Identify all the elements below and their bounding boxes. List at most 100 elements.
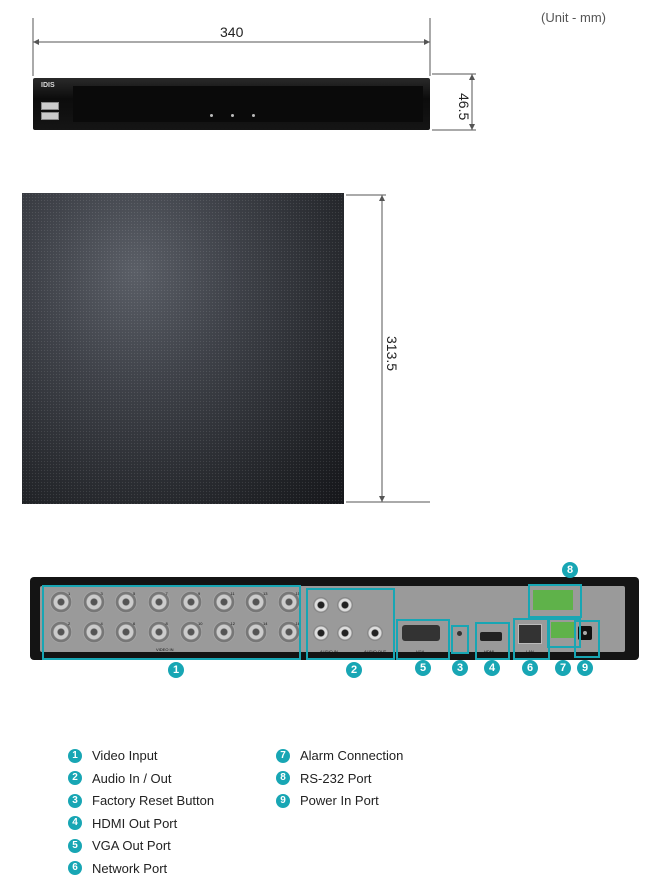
vga-highlight bbox=[396, 619, 450, 660]
audio-in-jack bbox=[313, 625, 329, 641]
bnc-number: 3 bbox=[100, 591, 103, 596]
legend-item: 7 Alarm Connection bbox=[276, 747, 403, 765]
callout-1: 1 bbox=[168, 662, 184, 678]
width-label: 340 bbox=[220, 24, 244, 40]
bnc-connector bbox=[180, 591, 202, 613]
bnc-number: 2 bbox=[68, 621, 71, 626]
legend-label: Factory Reset Button bbox=[92, 793, 215, 809]
lan-port bbox=[518, 624, 542, 644]
legend-number-icon: 9 bbox=[276, 793, 290, 808]
bnc-connector bbox=[245, 591, 267, 613]
audio-in-jack bbox=[337, 597, 353, 613]
legend-label: Audio In / Out bbox=[92, 770, 172, 786]
legend-number-icon: 8 bbox=[276, 771, 290, 786]
rs232-terminal bbox=[533, 590, 573, 610]
legend-label: Network Port bbox=[92, 860, 168, 876]
vga-port bbox=[402, 625, 440, 641]
reset-highlight bbox=[451, 625, 469, 654]
callout-7: 7 bbox=[555, 660, 571, 676]
depth-label: 313.5 bbox=[384, 336, 400, 372]
legend-item: 3 Factory Reset Button bbox=[68, 792, 214, 810]
top-dimension-lines bbox=[346, 194, 430, 503]
bnc-number: 15 bbox=[295, 591, 300, 596]
audio-in-label: AUDIO IN bbox=[320, 649, 338, 654]
bnc-connector bbox=[115, 591, 137, 613]
callout-6: 6 bbox=[522, 660, 538, 676]
legend-label: Alarm Connection bbox=[300, 748, 404, 764]
usb-port-icon bbox=[41, 102, 59, 110]
hdmi-port bbox=[480, 632, 502, 641]
bnc-connector bbox=[277, 621, 300, 643]
bnc-number: 7 bbox=[165, 591, 168, 596]
hdmi-highlight bbox=[475, 622, 510, 660]
legend-label: Video Input bbox=[92, 748, 158, 764]
video-in-label: VIDEO IN bbox=[156, 647, 174, 652]
bnc-number: 9 bbox=[198, 591, 201, 596]
callout-4: 4 bbox=[484, 660, 500, 676]
legend-item: 9 Power In Port bbox=[276, 792, 379, 810]
alarm-terminal bbox=[551, 622, 575, 638]
audio-out-jack bbox=[367, 625, 383, 641]
led-icon bbox=[210, 114, 213, 117]
bnc-number: 1 bbox=[68, 591, 71, 596]
lan-highlight bbox=[513, 618, 550, 660]
callout-9: 9 bbox=[577, 660, 593, 676]
bnc-connector bbox=[50, 591, 72, 613]
rs232-highlight bbox=[528, 584, 582, 618]
audio-out-label: AUDIO OUT bbox=[364, 649, 387, 654]
legend-number-icon: 3 bbox=[68, 793, 82, 808]
legend-item: 6 Network Port bbox=[68, 860, 167, 878]
legend-label: RS-232 Port bbox=[300, 770, 372, 786]
bnc-connector bbox=[180, 621, 202, 643]
legend-label: Power In Port bbox=[300, 793, 379, 809]
bnc-number: 16 bbox=[295, 621, 300, 626]
callout-8: 8 bbox=[562, 562, 578, 578]
power-highlight bbox=[574, 620, 600, 658]
bnc-number: 11 bbox=[230, 591, 235, 596]
bnc-connector bbox=[82, 621, 105, 643]
bnc-connector bbox=[115, 621, 137, 643]
unit-note: (Unit - mm) bbox=[541, 10, 606, 25]
vga-label: VGA bbox=[416, 649, 425, 654]
legend-number-icon: 1 bbox=[68, 748, 82, 763]
callout-3: 3 bbox=[452, 660, 468, 676]
front-panel bbox=[73, 86, 423, 122]
legend-item: 8 RS-232 Port bbox=[276, 770, 372, 788]
front-dimension-lines bbox=[32, 18, 476, 131]
legend-item: 2 Audio In / Out bbox=[68, 770, 172, 788]
callout-2: 2 bbox=[346, 662, 362, 678]
bnc-number: 14 bbox=[263, 621, 268, 626]
audio-in-jack bbox=[337, 625, 353, 641]
legend-item: 1 Video Input bbox=[68, 747, 158, 765]
legend-number-icon: 4 bbox=[68, 816, 82, 831]
top-view-device bbox=[22, 193, 344, 504]
legend-number-icon: 6 bbox=[68, 861, 82, 876]
bnc-number: 12 bbox=[230, 621, 235, 626]
callout-5: 5 bbox=[415, 660, 431, 676]
idis-logo: IDIS bbox=[41, 82, 55, 89]
bnc-number: 13 bbox=[263, 591, 268, 596]
lan-label: LAN bbox=[526, 649, 534, 654]
front-view-device: IDIS bbox=[33, 78, 430, 130]
video-input-highlight bbox=[42, 585, 301, 660]
led-icon bbox=[252, 114, 255, 117]
hdmi-label: HDMI bbox=[484, 649, 495, 654]
bnc-connector bbox=[212, 591, 235, 613]
bnc-connector bbox=[147, 591, 170, 613]
audio-in-jack bbox=[313, 597, 329, 613]
reset-button bbox=[457, 631, 462, 636]
bnc-number: 5 bbox=[133, 591, 136, 596]
usb-port-icon bbox=[41, 112, 59, 120]
bnc-connector bbox=[277, 591, 300, 613]
bnc-number: 6 bbox=[133, 621, 136, 626]
bnc-connector bbox=[50, 621, 72, 643]
height-label: 46.5 bbox=[456, 93, 472, 121]
alarm-highlight bbox=[547, 618, 581, 648]
legend-number-icon: 2 bbox=[68, 771, 82, 786]
bnc-connector bbox=[82, 591, 105, 613]
legend-number-icon: 5 bbox=[68, 838, 82, 853]
bnc-connector bbox=[212, 621, 235, 643]
legend-number-icon: 7 bbox=[276, 748, 290, 763]
